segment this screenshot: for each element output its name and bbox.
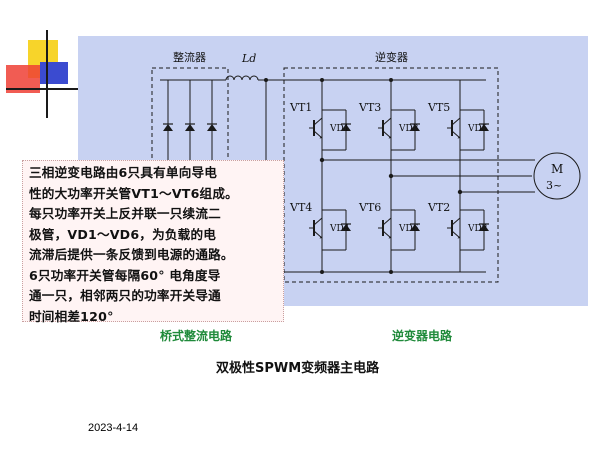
note-line: 性的大功率开关管VT1～VT6组成。 bbox=[29, 185, 238, 201]
note-line: 流滞后提供一条反馈到电源的通路。 bbox=[29, 247, 234, 262]
deco-horizontal-line bbox=[6, 88, 80, 90]
figure-caption: 双极性SPWM变频器主电路 bbox=[216, 361, 380, 376]
motor-label: M bbox=[551, 162, 563, 176]
diode-label-vd6: VD6 bbox=[398, 224, 419, 234]
diode-label-vd5: VD5 bbox=[467, 124, 488, 134]
inverter-label: 逆变器 bbox=[375, 50, 408, 64]
diode-label-vd2: VD2 bbox=[467, 224, 487, 234]
inverter-section-label: 逆变器电路 bbox=[392, 329, 453, 343]
transistor-label-vt2: VT2 bbox=[427, 201, 450, 214]
transistor-label-vt3: VT3 bbox=[358, 101, 381, 114]
bridge-rectifier-section-label: 桥式整流电路 bbox=[160, 329, 233, 343]
transistor-label-vt6: VT6 bbox=[358, 201, 381, 214]
diode-label-vd1: VD1 bbox=[329, 124, 349, 134]
diode-label-vd4: VD4 bbox=[329, 224, 350, 234]
footer-date: 2023-4-14 bbox=[88, 422, 139, 434]
explanation-note: 三相逆变电路由6只具有单向导电 性的大功率开关管VT1～VT6组成。 每只功率开… bbox=[22, 160, 284, 324]
note-line: 每只功率开关上反并联一只续流二 bbox=[29, 206, 221, 221]
note-line: 通一只，相邻两只的功率开关导通 bbox=[29, 288, 221, 303]
note-line: 时间相差120° bbox=[29, 308, 114, 324]
diode-label-vd3: VD3 bbox=[398, 124, 419, 134]
inductor-label: Ld bbox=[241, 52, 256, 65]
transistor-label-vt5: VT5 bbox=[427, 101, 450, 114]
transistor-label-vt4: VT4 bbox=[289, 201, 312, 214]
note-line: 三相逆变电路由6只具有单向导电 bbox=[29, 165, 218, 180]
motor-phase-label: 3~ bbox=[546, 179, 562, 192]
note-line: 6只功率开关管每隔60° 电角度导 bbox=[29, 267, 221, 283]
note-line: 极管，VD1～VD6，为负载的电 bbox=[29, 226, 217, 242]
transistor-label-vt1: VT1 bbox=[289, 101, 312, 114]
deco-vertical-line bbox=[46, 30, 48, 118]
rectifier-label: 整流器 bbox=[173, 50, 206, 64]
